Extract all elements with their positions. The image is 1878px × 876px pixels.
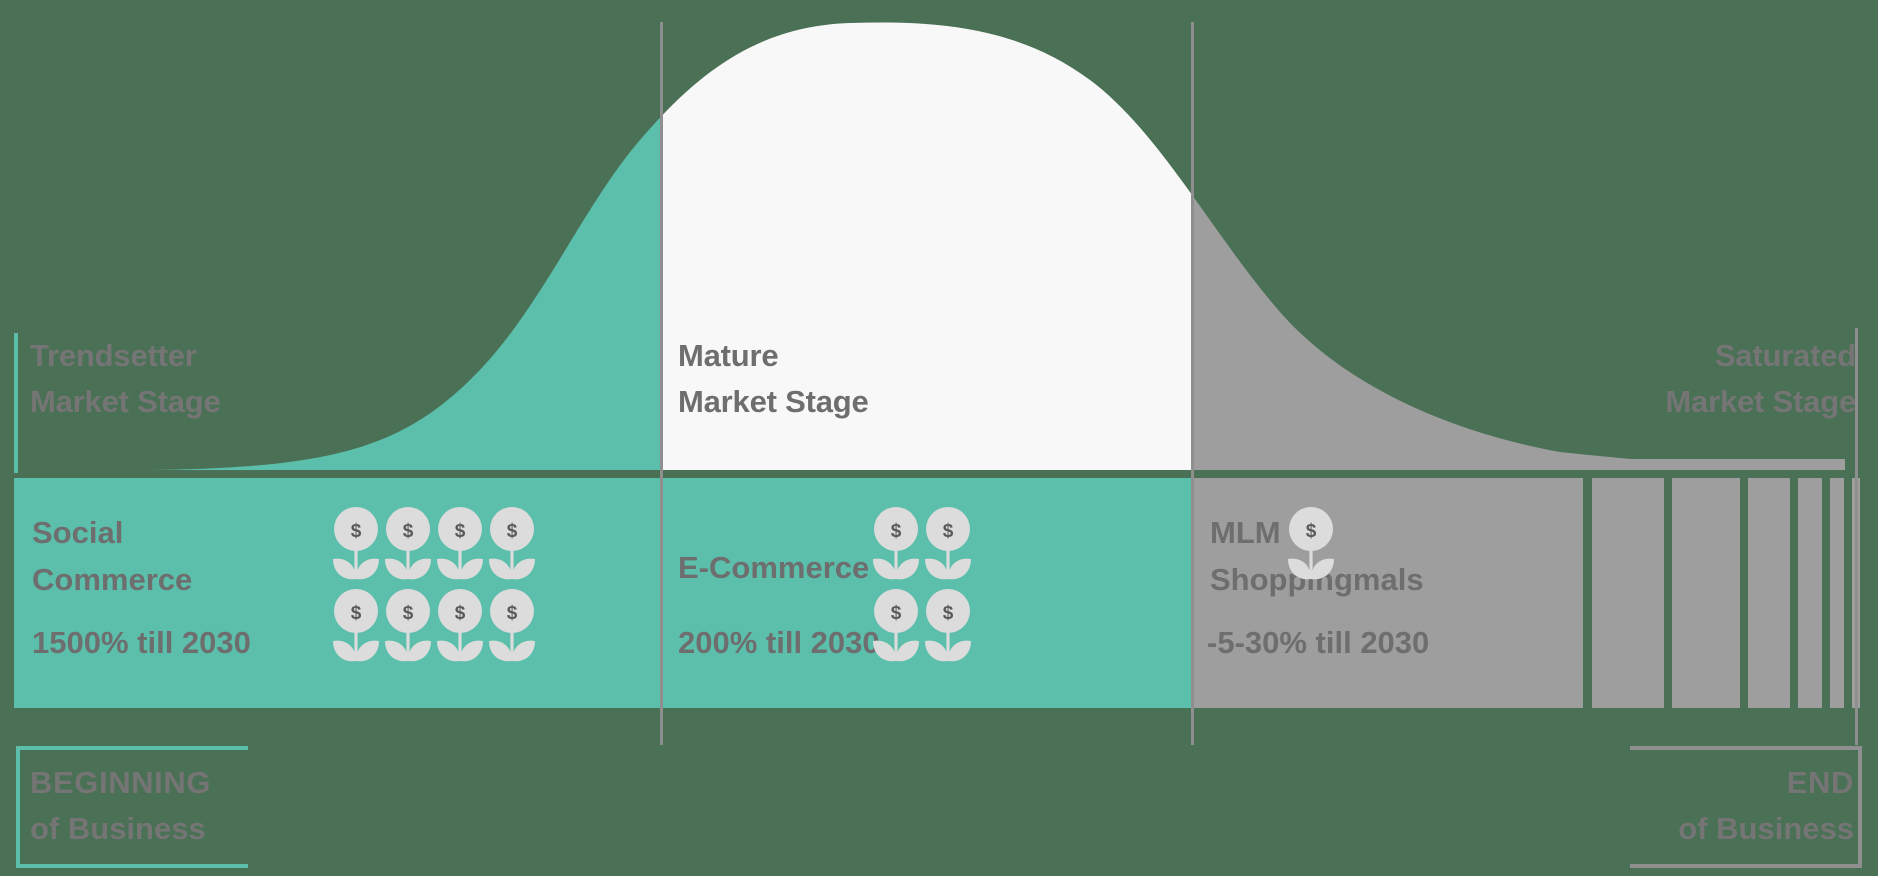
icon-group-mlm: $ <box>1285 505 1337 587</box>
svg-text:$: $ <box>351 603 362 624</box>
money-flower-icon: $ <box>333 507 379 580</box>
panel-stat-mlm: -5-30% till 2030 <box>1207 625 1430 660</box>
panel-fill-social <box>14 478 662 708</box>
money-flower-icon: $ <box>873 589 919 662</box>
panel-fill-mlm <box>1193 478 1583 708</box>
money-flower-icon: $ <box>489 507 535 580</box>
money-flower-icon: $ <box>1288 507 1334 580</box>
svg-text:$: $ <box>455 521 466 542</box>
divider-line-2 <box>1191 22 1194 745</box>
svg-text:$: $ <box>507 521 518 542</box>
money-flower-icon: $ <box>873 507 919 580</box>
money-flower-icon: $ <box>385 507 431 580</box>
icon-group-e-commerce: $ $ $ $ <box>870 505 974 669</box>
stage-label-mature-line2: Market Stage <box>678 383 869 419</box>
saturated-tail-bars <box>1530 459 1845 470</box>
axis-label-end-caps: END <box>1786 765 1854 800</box>
bracket-beginning <box>16 746 248 868</box>
money-flower-icon: $ <box>489 589 535 662</box>
stage-label-trendsetter: Trendsetter Market Stage <box>30 333 221 425</box>
axis-label-beginning: BEGINNING of Business <box>30 760 211 852</box>
axis-label-beginning-caps: BEGINNING <box>30 765 212 800</box>
stage-label-trendsetter-line1: Trendsetter <box>30 338 197 373</box>
stage-label-saturated-line2: Market Stage <box>1665 383 1856 419</box>
panel-title-social-line2: Commerce <box>32 561 193 597</box>
svg-text:$: $ <box>403 521 414 542</box>
axis-label-end: END of Business <box>1678 760 1854 852</box>
svg-text:$: $ <box>403 603 414 624</box>
stage-label-trendsetter-line2: Market Stage <box>30 383 221 419</box>
money-flower-icon: $ <box>437 507 483 580</box>
axis-line-left <box>14 333 18 473</box>
curve-segment-mature <box>662 22 1193 470</box>
svg-text:$: $ <box>507 603 518 624</box>
money-flower-icon: $ <box>437 589 483 662</box>
panel-fill-tail-segments <box>1592 478 1860 708</box>
divider-line-1 <box>660 22 663 745</box>
svg-text:$: $ <box>891 603 902 624</box>
stage-label-saturated-line1: Saturated <box>1714 338 1856 373</box>
panel-fill-ecom <box>662 478 1193 708</box>
panel-title-e-commerce: E-Commerce <box>678 545 869 592</box>
panel-stat-social-commerce: 1500% till 2030 <box>32 625 251 660</box>
money-flower-icon: $ <box>925 589 971 662</box>
svg-text:$: $ <box>943 521 954 542</box>
money-flower-icon: $ <box>925 507 971 580</box>
axis-label-beginning-sub: of Business <box>30 810 206 846</box>
svg-text:$: $ <box>1306 521 1317 542</box>
panel-stat-e-commerce: 200% till 2030 <box>678 625 880 660</box>
stage-label-mature: Mature Market Stage <box>678 333 869 425</box>
stage-label-mature-line1: Mature <box>678 338 779 373</box>
icon-group-social-commerce: $ $ $ $ $ $ $ $ <box>330 505 538 669</box>
bracket-end <box>1630 746 1862 868</box>
panel-title-ecom-line1: E-Commerce <box>678 550 870 585</box>
panel-title-social-commerce: Social Commerce <box>32 510 192 603</box>
svg-text:$: $ <box>455 603 466 624</box>
stage-label-saturated: Saturated Market Stage <box>1665 333 1856 425</box>
axis-label-end-sub: of Business <box>1678 810 1854 846</box>
money-flower-icon: $ <box>385 589 431 662</box>
divider-line-right <box>1855 328 1858 745</box>
money-flower-icon: $ <box>333 589 379 662</box>
svg-text:$: $ <box>351 521 362 542</box>
panel-title-social-line1: Social <box>32 515 124 550</box>
svg-text:$: $ <box>891 521 902 542</box>
svg-text:$: $ <box>943 603 954 624</box>
